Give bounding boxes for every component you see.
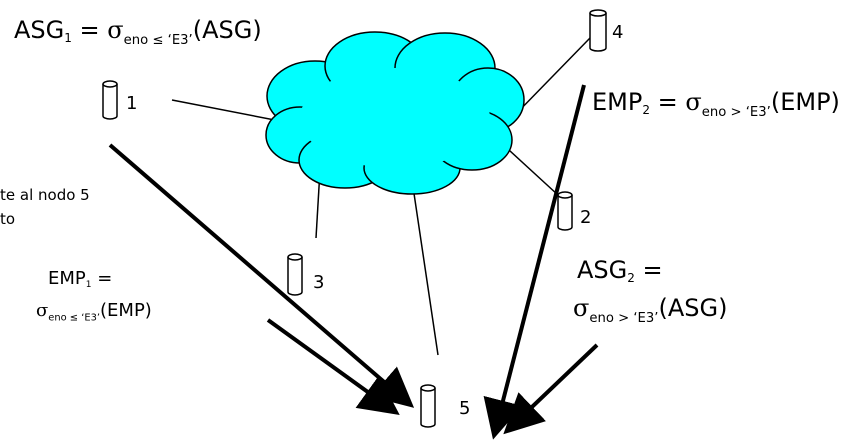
formula-asg1-sigma: σ (107, 16, 124, 44)
formula-asg2-index: 2 (627, 271, 635, 286)
formula-asg1-arg: (ASG) (192, 16, 262, 44)
formula-emp2-name: EMP (592, 88, 643, 116)
arrow-node1-to-node5 (108, 143, 415, 408)
formula-asg2-arg: (ASG) (658, 294, 728, 322)
formula-emp2-condition: eno > ‘E3’ (701, 104, 771, 120)
cylinder-node-1 (102, 80, 118, 120)
node-label-1: 1 (126, 93, 138, 114)
cylinder-node-2 (557, 191, 573, 231)
formula-emp2: EMP2 = σeno > ‘E3’(EMP) (592, 88, 840, 120)
formula-asg2-name: ASG (577, 256, 628, 284)
formula-emp2-eq: = (649, 88, 686, 116)
partial-text-line2: to (0, 210, 16, 228)
formula-emp1-sigma: σ (36, 300, 49, 321)
formula-emp1-condition: eno ≤ ‘E3’ (48, 312, 101, 324)
formula-asg1-name: ASG (14, 16, 65, 44)
cylinder-node-3 (287, 253, 303, 296)
link-node4-cloud (511, 37, 591, 119)
formula-emp2-arg: (EMP) (770, 88, 840, 116)
formula-emp1-index: 1 (85, 280, 92, 291)
network-cloud (265, 31, 525, 195)
arrow-asg2-to-node5 (503, 343, 599, 435)
formula-emp1-name: EMP (48, 268, 86, 289)
arrow-node3-to-node5 (266, 318, 400, 416)
formula-emp2-sigma: σ (685, 88, 702, 116)
formula-asg2-body: σeno > ‘E3’(ASG) (573, 294, 727, 326)
node-label-2: 2 (580, 207, 592, 228)
node-label-5: 5 (459, 398, 471, 419)
formula-asg2-condition: eno > ‘E3’ (589, 310, 659, 326)
formula-asg1-condition: eno ≤ ‘E3’ (123, 32, 193, 48)
cylinder-node-5 (420, 384, 436, 428)
formula-asg1-index: 1 (64, 31, 72, 46)
formula-emp1-arg: (EMP) (100, 300, 152, 321)
formula-emp1-eq: = (91, 268, 113, 289)
formula-emp1-head: EMP1 = (48, 268, 112, 290)
link-node1-cloud (171, 99, 286, 123)
formula-asg2-sigma: σ (573, 294, 590, 322)
partial-text-line1: te al nodo 5 (0, 186, 90, 204)
formula-asg2-head: ASG2 = (577, 256, 663, 285)
formula-asg1: ASG1 = σeno ≤ ‘E3’(ASG) (14, 16, 262, 48)
node-label-4: 4 (612, 22, 624, 43)
cylinder-node-4 (589, 9, 607, 52)
formula-emp1-body: σeno ≤ ‘E3’(EMP) (36, 300, 152, 323)
node-label-3: 3 (313, 272, 325, 293)
formula-asg2-eq: = (634, 256, 663, 284)
formula-emp2-index: 2 (642, 103, 650, 118)
formula-asg1-eq: = (71, 16, 108, 44)
arrow-node4-to-node5 (483, 84, 586, 440)
link-node5-cloud (411, 179, 439, 356)
